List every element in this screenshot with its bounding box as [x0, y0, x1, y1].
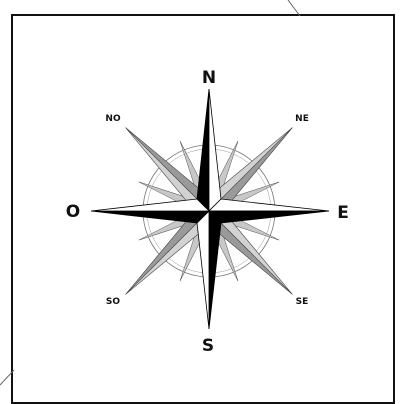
- label-north: N: [202, 68, 216, 88]
- label-south: S: [202, 336, 214, 356]
- label-southwest: SO: [106, 297, 120, 307]
- compass-rose-image: N E S O NE SE SO NO: [0, 0, 401, 395]
- label-northwest: NO: [105, 114, 121, 124]
- label-west: O: [66, 202, 80, 222]
- label-southeast: SE: [296, 297, 309, 307]
- label-east: E: [337, 203, 349, 223]
- compass-rose: N E S O NE SE SO NO: [0, 0, 401, 395]
- label-northeast: NE: [295, 114, 309, 124]
